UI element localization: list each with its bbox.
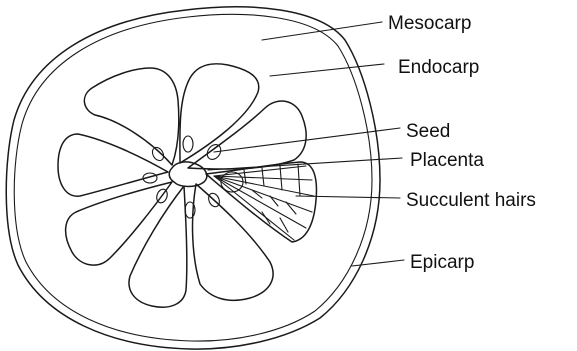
seed xyxy=(150,145,166,162)
label-succulent-hairs: Succulent hairs xyxy=(406,190,536,211)
label-epicarp: Epicarp xyxy=(410,252,474,273)
hair-line xyxy=(214,176,306,228)
label-mesocarp: Mesocarp xyxy=(388,13,471,34)
segment-bottom xyxy=(129,186,187,307)
segment-right-wedge xyxy=(206,162,316,242)
leader-succulent-hairs xyxy=(296,196,400,198)
label-placenta: Placenta xyxy=(410,150,484,171)
epicarp-inner-line xyxy=(14,14,372,341)
leader-mesocarp xyxy=(262,22,382,40)
central-axis xyxy=(169,162,207,187)
succulent-hairs-lines xyxy=(214,164,314,240)
segment-bottom-left xyxy=(66,182,172,265)
segment-bottom-right xyxy=(193,184,274,300)
seed xyxy=(183,136,193,152)
placenta xyxy=(169,162,207,187)
epicarp-rind xyxy=(6,7,380,349)
label-endocarp: Endocarp xyxy=(398,57,479,78)
label-seed: Seed xyxy=(406,121,450,142)
leader-epicarp xyxy=(352,260,404,266)
epicarp-outer-line xyxy=(6,7,380,349)
segment-top-left xyxy=(84,68,178,165)
leader-placenta xyxy=(208,158,402,170)
leader-seed xyxy=(214,128,400,152)
endocarp-segments xyxy=(58,64,316,307)
leader-endocarp xyxy=(270,64,384,76)
